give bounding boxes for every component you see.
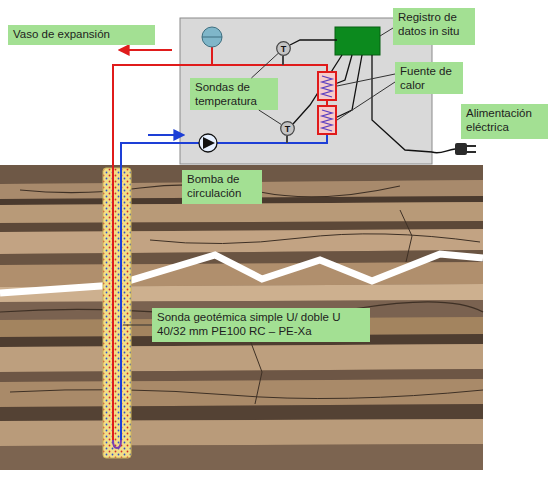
rock-crack (10, 390, 483, 399)
callout-label: Sonda geotémica simple U/ doble U 40/32 … (152, 308, 370, 342)
data-logger (335, 27, 380, 55)
signal-wire (290, 40, 337, 45)
leader-line (123, 325, 152, 326)
hot-pipe (113, 65, 327, 440)
pump-symbol (203, 137, 215, 149)
rock-crack (150, 234, 480, 244)
plug-pin (467, 145, 476, 147)
probe-circle (281, 122, 295, 136)
rock-crack (400, 210, 412, 262)
rock-crack (250, 340, 262, 404)
flow-arrow (148, 134, 183, 136)
rock-layer (0, 202, 483, 223)
u-bend (113, 440, 121, 448)
callout-label: Vaso de expansión (8, 25, 155, 45)
probe-stem (286, 136, 288, 143)
break-line (0, 254, 483, 293)
rock-layer (0, 344, 483, 372)
probe-letter: T (280, 121, 295, 136)
label-text: Fuente de calor (400, 64, 458, 92)
heater (318, 72, 336, 100)
leader-line (251, 54, 278, 78)
plug-body (455, 143, 467, 155)
probe-stem (282, 56, 284, 65)
pump (199, 134, 217, 152)
plug-pin (467, 151, 476, 153)
callout-label: Bomba de circulación (182, 170, 262, 204)
temperature-probe: T (276, 41, 291, 56)
leader-line (337, 74, 395, 86)
leader-line (337, 82, 395, 120)
leader-line (380, 28, 393, 36)
heater-coil (322, 76, 332, 97)
temperature-probe: T (280, 121, 295, 136)
hot-pipe (211, 47, 213, 65)
label-text: Registro de datos in situ (398, 10, 470, 38)
label-text: Sondas de temperatura (195, 80, 273, 108)
rock-layer (0, 379, 483, 407)
rock-base (0, 165, 483, 470)
rock-layer (0, 404, 483, 421)
power-wire (335, 55, 352, 84)
leader-line (259, 110, 281, 124)
vessel-membrane (202, 37, 222, 38)
label-text: Vaso de expansión (13, 27, 150, 41)
callout-label: Alimentación eléctrica (461, 104, 548, 139)
expansion-vessel (202, 27, 222, 47)
label-text: Alimentación eléctrica (466, 106, 543, 134)
heater-coil (322, 110, 332, 131)
label-text: Sonda geotémica simple U/ doble U 40/32 … (157, 310, 365, 338)
rock-layer (0, 419, 483, 446)
callout-label: Registro de datos in situ (393, 8, 475, 45)
probe-circle (277, 42, 291, 56)
probe-letter: T (276, 41, 291, 56)
power-wire (335, 55, 362, 118)
borehole (103, 168, 131, 458)
label-text: Bomba de circulación (187, 172, 257, 200)
cold-pipe (121, 134, 327, 440)
flow-arrow (120, 49, 172, 51)
callout-label: Sondas de temperatura (190, 78, 278, 110)
rock-layer (0, 444, 483, 470)
heater (318, 106, 336, 134)
callout-label: Fuente de calor (395, 62, 463, 94)
power-cable (432, 149, 455, 153)
